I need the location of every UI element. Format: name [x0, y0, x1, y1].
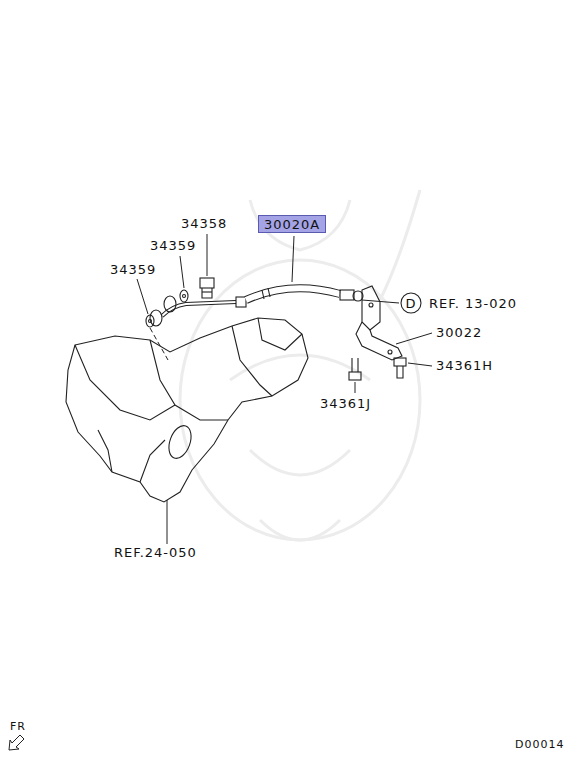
bolt	[349, 358, 361, 380]
reference-note: REF.24-050	[114, 546, 197, 559]
oil-hose	[146, 278, 363, 327]
callout-number: 34359	[150, 239, 196, 252]
callout-number: 34361J	[320, 397, 371, 410]
figure-code: D00014	[515, 739, 564, 750]
bolt	[394, 358, 406, 378]
node-text: D	[405, 297, 416, 310]
callout-number: 34359	[110, 263, 156, 276]
highlighted-part-number: 30020A	[258, 215, 326, 233]
transfer-case	[66, 318, 308, 502]
callout-number: 34358	[181, 217, 227, 230]
direction-label: FR	[10, 721, 26, 732]
circle-outline	[401, 293, 421, 313]
front-arrow	[9, 735, 24, 750]
reference-note: REF. 13-020	[429, 297, 517, 310]
bracket	[356, 286, 402, 360]
callout-number: 30022	[436, 326, 482, 339]
watermark	[180, 190, 420, 540]
reference-circle: D	[400, 292, 422, 314]
node-text: 30020A	[264, 218, 320, 231]
leader-lines	[137, 234, 432, 544]
callout-number: 34361H	[436, 359, 493, 372]
